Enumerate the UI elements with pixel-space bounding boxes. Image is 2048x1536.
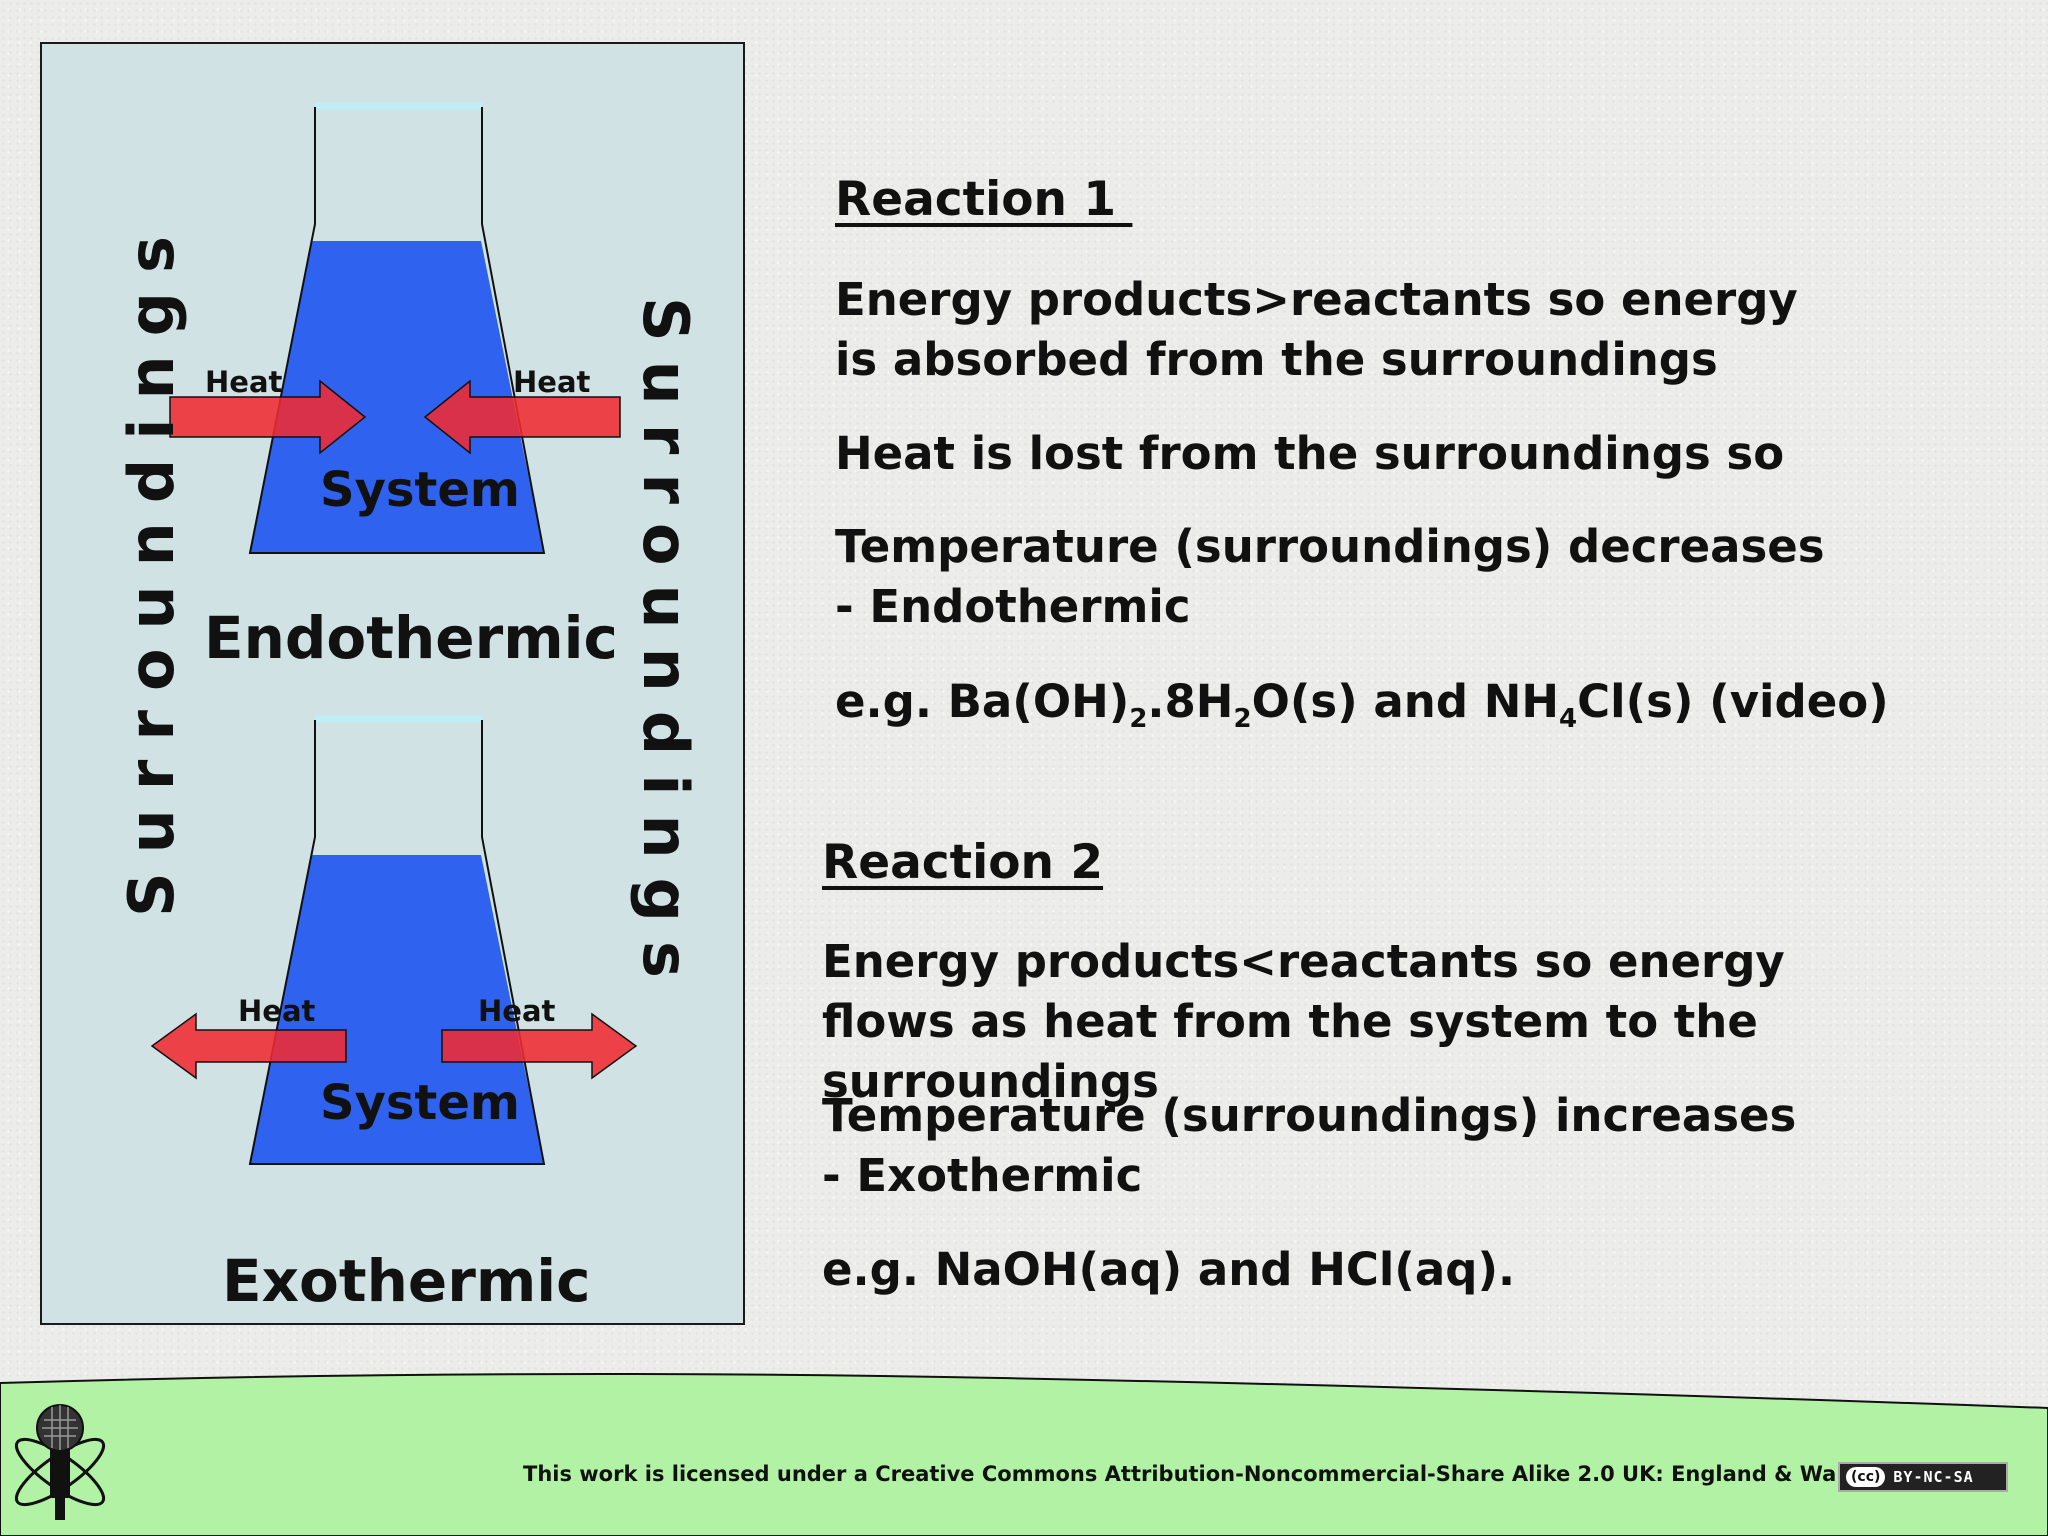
microphone-atom-logo	[14, 1404, 106, 1520]
example-part: Cl(s) (video)	[1577, 675, 1889, 728]
diagram-panel: Heat Heat System Endothermic Heat Heat S…	[40, 42, 745, 1325]
exothermic-heat-arrow-right	[441, 1012, 638, 1080]
endothermic-heat-label-right: Heat	[513, 365, 591, 399]
cc-license-badge[interactable]: (cc) BY-NC-SA	[1838, 1462, 2008, 1492]
endothermic-flask-outline	[248, 107, 546, 554]
surroundings-label-left: Surroundings	[115, 217, 188, 917]
endothermic-liquid	[249, 241, 544, 553]
cc-badge-text: BY-NC-SA	[1893, 1468, 1974, 1486]
cc-logo: (cc)	[1846, 1467, 1886, 1487]
endothermic-system-label: System	[320, 462, 520, 518]
subscript: 2	[1129, 704, 1148, 734]
reaction-1-heat-text: Heat is lost from the surroundings so	[835, 427, 1785, 480]
endothermic-heat-label-left: Heat	[205, 365, 283, 399]
endothermic-label: Endothermic	[204, 604, 618, 672]
example-part: O(s) and NH	[1251, 675, 1560, 728]
exothermic-flask-outline	[248, 720, 546, 1165]
reaction-1-heading: Reaction 1	[835, 172, 1133, 227]
endothermic-heat-arrow-right	[423, 379, 621, 455]
license-text: This work is licensed under a Creative C…	[523, 1462, 1967, 1486]
exothermic-system-label: System	[320, 1075, 520, 1131]
subscript: 2	[1233, 704, 1252, 734]
reaction-2-temperature-text: Temperature (surroundings) increases - E…	[822, 1089, 1797, 1202]
exothermic-label: Exothermic	[222, 1247, 591, 1315]
exothermic-heat-arrow-left	[150, 1012, 347, 1080]
footer-band	[0, 1373, 2048, 1536]
reaction-2-energy-text: Energy products<reactants so energy flow…	[822, 935, 1785, 1108]
endothermic-heat-arrow-left	[169, 379, 367, 455]
reaction-2-heading: Reaction 2	[822, 835, 1104, 890]
surroundings-label-right: Surroundings	[629, 297, 702, 997]
exothermic-heat-label-left: Heat	[238, 994, 316, 1028]
example-part: .8H	[1147, 675, 1234, 728]
endothermic-flask	[169, 102, 621, 554]
exothermic-liquid	[249, 855, 544, 1164]
subscript: 4	[1559, 704, 1578, 734]
reaction-1-energy-text: Energy products>reactants so energy is a…	[835, 273, 1798, 386]
exothermic-flask	[150, 715, 638, 1165]
flask-diagram	[150, 102, 638, 1165]
exothermic-heat-label-right: Heat	[478, 994, 556, 1028]
reaction-1-example: e.g. Ba(OH)2.8H2O(s) and NH4Cl(s) (video…	[835, 672, 2035, 732]
example-part: e.g. Ba(OH)	[835, 675, 1130, 728]
reaction-2-example: e.g. NaOH(aq) and HCl(aq).	[822, 1243, 1516, 1296]
reaction-1-temperature-text: Temperature (surroundings) decreases - E…	[835, 520, 1825, 633]
